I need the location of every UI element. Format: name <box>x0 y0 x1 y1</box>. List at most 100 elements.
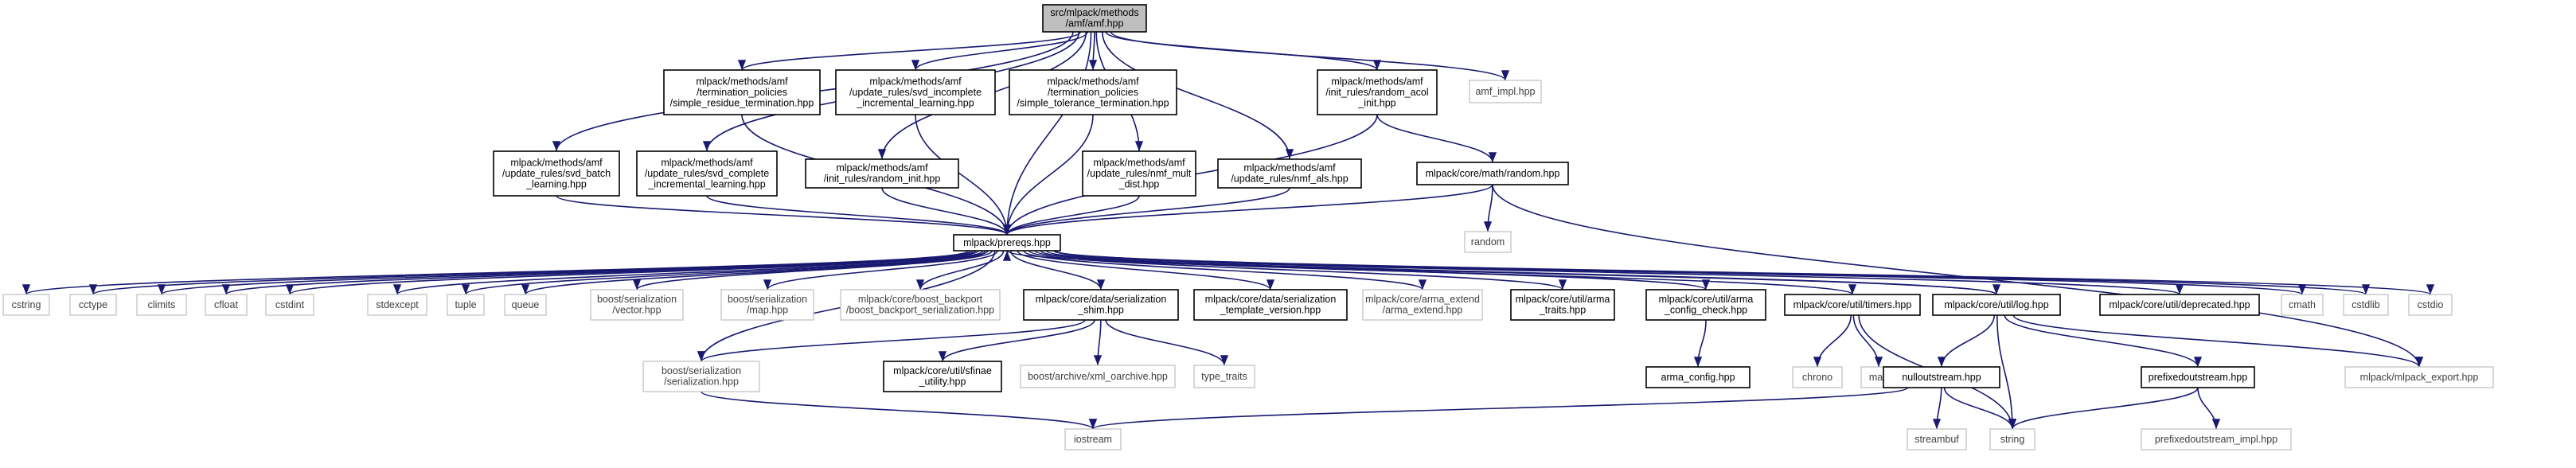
edge-random-to-randomstd <box>1483 184 1493 232</box>
node-boost-serialization-vector-hpp: boost/serialization/vector.hpp <box>590 289 684 321</box>
node-box <box>2141 366 2255 388</box>
node-label-line: /update_rules/svd_incomplete <box>849 87 982 98</box>
edges-layer <box>22 31 2434 430</box>
edge-prereqs-to-shim <box>1009 250 1106 291</box>
node-mlpack-mlpack-export-hpp: mlpack/mlpack_export.hpp <box>2344 366 2494 388</box>
edge-timers-to-map <box>1852 314 1883 368</box>
node-label-line: mlpack/methods/amf <box>869 76 962 87</box>
node-mlpack-methods-amf-termination-policies-simple-tolerance-termination-hpp[interactable]: mlpack/methods/amf/termination_policies/… <box>1009 69 1177 115</box>
edge-prereqs-to-queue <box>521 250 989 295</box>
node-box <box>447 294 485 316</box>
node-boost-serialization-serialization-hpp: boost/serialization/serialization.hpp <box>642 361 760 392</box>
node-mlpack-methods-amf-update-rules-nmf-als-hpp[interactable]: mlpack/methods/amf/update_rules/nmf_als.… <box>1217 158 1362 189</box>
node-box <box>205 294 248 316</box>
node-label-line: string <box>2000 434 2025 445</box>
node-label-line: cctype <box>79 299 107 310</box>
node-prefixedoutstream-hpp[interactable]: prefixedoutstream.hpp <box>2141 366 2255 388</box>
node-label-line: _incremental_learning.hpp <box>647 178 765 189</box>
edge-racol-to-random <box>1376 114 1497 163</box>
node-label-line: cfloat <box>214 299 238 310</box>
node-mlpack-core-data-serialization-template-version-hpp[interactable]: mlpack/core/data/serialization_template_… <box>1193 289 1348 321</box>
node-mlpack-core-util-log-hpp[interactable]: mlpack/core/util/log.hpp <box>1932 294 2061 316</box>
node-label-line: src/mlpack/methods <box>1050 7 1138 18</box>
node-mlpack-core-util-arma-traits-hpp[interactable]: mlpack/core/util/arma_traits.hpp <box>1510 289 1615 321</box>
node-label-line: _template_version.hpp <box>1220 305 1321 316</box>
node-box <box>1416 162 1569 185</box>
node-label-line: stdexcept <box>376 299 419 310</box>
node-label-line: _traits.hpp <box>1539 305 1586 316</box>
edge-random-to-export <box>1492 184 2423 368</box>
node-mlpack-core-arma-extend-arma-extend-hpp: mlpack/core/arma_extend/arma_extend.hpp <box>1362 289 1483 321</box>
edge-prereqs-to-timers <box>1040 250 1856 295</box>
node-label-line: mlpack/methods/amf <box>661 157 753 168</box>
node-box <box>1193 289 1348 321</box>
node-label-line: mlpack/mlpack_export.hpp <box>2360 372 2479 383</box>
node-mlpack-core-util-arma-config-check-hpp[interactable]: mlpack/core/util/arma_config_check.hpp <box>1645 289 1766 321</box>
edge-root-to-srt <box>738 31 1082 71</box>
node-mlpack-core-math-random-hpp[interactable]: mlpack/core/math/random.hpp <box>1416 162 1569 185</box>
node-mlpack-core-data-serialization-shim-hpp[interactable]: mlpack/core/data/serialization_shim.hpp <box>1023 289 1179 321</box>
node-label-line: cmath <box>2289 299 2316 310</box>
node-label-line: mlpack/core/util/deprecated.hpp <box>2109 299 2250 310</box>
node-streambuf: streambuf <box>1907 428 1967 450</box>
node-mlpack-methods-amf-init-rules-random-acol-init-hpp[interactable]: mlpack/methods/amf/init_rules/random_aco… <box>1317 69 1438 115</box>
node-mlpack-methods-amf-termination-policies-simple-residue-termination-hpp[interactable]: mlpack/methods/amf/termination_policies/… <box>663 69 821 115</box>
edge-nullout-to-streambuf <box>1932 387 1942 430</box>
node-label-line: /update_rules/nmf_mult <box>1087 168 1192 179</box>
node-mlpack-core-util-deprecated-hpp[interactable]: mlpack/core/util/deprecated.hpp <box>2099 294 2260 316</box>
node-label-line: /termination_policies <box>697 87 787 98</box>
node-label-line: mlpack/prereqs.hpp <box>963 237 1051 248</box>
node-box <box>642 361 760 392</box>
node-label-line: arma_config.hpp <box>1661 372 1735 383</box>
node-box <box>1082 150 1196 197</box>
edge-stt-to-prereqs <box>1002 114 1094 236</box>
node-mlpack-methods-amf-update-rules-nmf-mult-dist-hpp[interactable]: mlpack/methods/amf/update_rules/nmf_mult… <box>1082 150 1196 197</box>
node-label-line: cstdio <box>2418 299 2444 310</box>
node-box <box>840 289 1001 321</box>
edge-prereqs-to-cstdio <box>1055 250 2434 295</box>
node-label-line: mlpack/core/util/arma <box>1516 294 1610 305</box>
node-box <box>2344 366 2494 388</box>
node-label-line: /termination_policies <box>1048 87 1138 98</box>
node-box <box>835 69 996 115</box>
node-cfloat: cfloat <box>205 294 248 316</box>
node-label-line: chrono <box>1802 372 1832 383</box>
node-box <box>1317 69 1438 115</box>
node-box <box>2281 294 2324 316</box>
node-mlpack-methods-amf-update-rules-svd-incomplete-incremental-learning-hpp[interactable]: mlpack/methods/amf/update_rules/svd_inco… <box>835 69 996 115</box>
node-mlpack-methods-amf-update-rules-svd-batch-learning-hpp[interactable]: mlpack/methods/amf/update_rules/svd_batc… <box>493 150 620 197</box>
node-box <box>1784 294 1921 316</box>
node-box <box>590 289 684 321</box>
node-mlpack-core-util-sfinae-utility-hpp[interactable]: mlpack/core/util/sfinae_utility.hpp <box>883 361 1002 392</box>
node-label-line: nulloutstream.hpp <box>1902 372 1981 383</box>
node-cstdlib: cstdlib <box>2343 294 2389 316</box>
edge-prereqs-to-cstdint <box>286 250 979 295</box>
node-label-line: /update_rules/nmf_als.hpp <box>1231 174 1348 185</box>
edge-nullout-to-iostream <box>1089 387 1909 430</box>
node-box <box>2343 294 2389 316</box>
node-queue: queue <box>504 294 547 316</box>
edge-shim-to-xmlo <box>1093 319 1103 366</box>
node-mlpack-methods-amf-init-rules-random-init-hpp[interactable]: mlpack/methods/amf/init_rules/random_ini… <box>805 158 959 189</box>
node-label-line: random <box>1471 236 1505 248</box>
node-mlpack-core-util-timers-hpp[interactable]: mlpack/core/util/timers.hpp <box>1784 294 1921 316</box>
node-src-mlpack-methods-amf-amf-hpp[interactable]: src/mlpack/methods/amf/amf.hpp <box>1042 4 1147 33</box>
node-box <box>1042 4 1147 33</box>
node-nulloutstream-hpp[interactable]: nulloutstream.hpp <box>1883 366 2000 388</box>
edge-prereqs-to-tv <box>1017 250 1274 291</box>
node-label-line: cstring <box>12 299 41 310</box>
node-box <box>504 294 547 316</box>
edge-timers-to-chrono <box>1813 314 1852 368</box>
node-box <box>636 150 778 197</box>
node-label-line: mlpack/methods/amf <box>510 157 603 168</box>
nodes-layer: src/mlpack/methods/amf/amf.hpp mlpack/met… <box>2 4 2494 450</box>
node-label-line: streambuf <box>1914 434 1959 445</box>
node-mlpack-methods-amf-update-rules-svd-complete-incremental-learning-hpp[interactable]: mlpack/methods/amf/update_rules/svd_comp… <box>636 150 778 197</box>
node-box <box>1023 289 1179 321</box>
node-box <box>1792 366 1843 388</box>
node-mlpack-prereqs-hpp[interactable]: mlpack/prereqs.hpp <box>953 234 1061 252</box>
node-box <box>493 150 620 197</box>
edge-rinit-to-prereqs <box>881 187 1012 236</box>
node-arma-config-hpp[interactable]: arma_config.hpp <box>1645 366 1751 388</box>
